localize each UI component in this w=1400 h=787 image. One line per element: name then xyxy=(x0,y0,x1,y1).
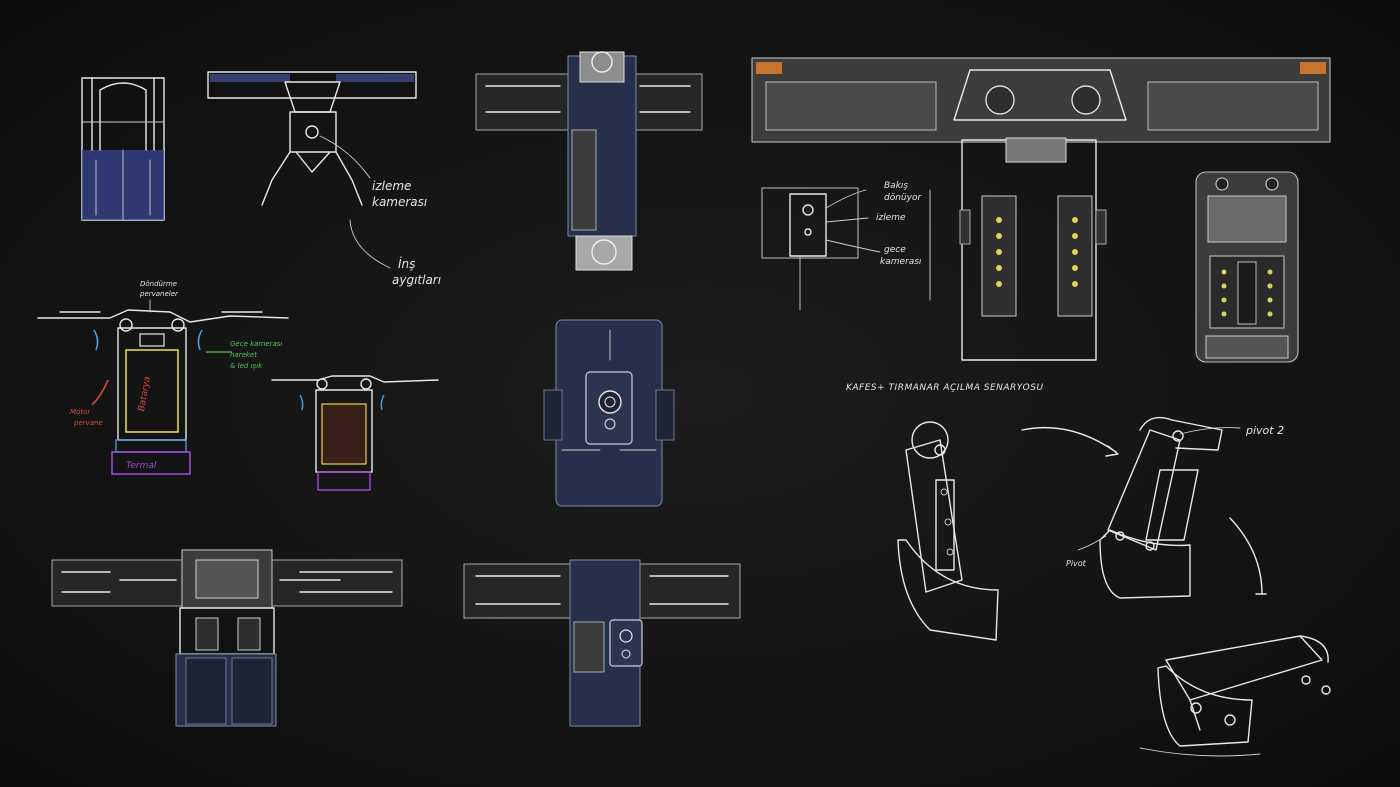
transition-arrowhead-1 xyxy=(1105,445,1119,457)
annotation-gece-kamerasi-2: kamerası xyxy=(880,257,922,267)
annotation-izleme: izleme xyxy=(372,179,411,193)
annotation-ins: İnş xyxy=(398,256,415,271)
annotation-gece: gece xyxy=(884,245,906,255)
annotation-pivot: Pivot xyxy=(1066,559,1087,568)
annotation-donuyor: dönüyor xyxy=(884,193,922,203)
scenario-title: KAFES+ TIRMANAR AÇILMA SENARYOSU xyxy=(846,383,1044,393)
side-view-sketch xyxy=(81,77,165,221)
transition-arrow-2 xyxy=(1229,517,1263,595)
component-layout-sketch xyxy=(37,299,289,475)
annotation-kamerasi: kamerası xyxy=(372,195,427,209)
annotation-pervane: pervane xyxy=(73,419,103,427)
folded-render-top xyxy=(475,51,703,271)
annotation-gece-kamerasi: Gece kamerası xyxy=(230,340,282,348)
annotation-dondurme: Döndürme xyxy=(140,280,177,288)
annotation-pervaneler: pervaneler xyxy=(139,290,179,298)
annotation-aygitlari: aygıtları xyxy=(392,273,441,287)
annotation-pivot-2: pivot 2 xyxy=(1245,424,1284,437)
transition-arrow-1 xyxy=(1021,426,1117,453)
mechanism-closed-sketch xyxy=(897,421,999,641)
detailed-render-top xyxy=(751,57,1331,361)
annotation-led-isik: & led ışık xyxy=(230,362,263,370)
annotation-hareket: hareket xyxy=(230,351,257,359)
annotation-termal: Termal xyxy=(126,461,157,471)
camera-detail-sketch xyxy=(761,187,931,311)
mechanism-open-sketch xyxy=(1139,635,1331,757)
front-view-sketch xyxy=(207,71,417,269)
mechanism-opening-sketch xyxy=(1077,416,1241,599)
top-view-render-left xyxy=(51,549,403,727)
annotation-izleme-short: izleme xyxy=(876,213,906,223)
folded-render-bottom xyxy=(463,559,741,727)
annotation-batarya: Batarya xyxy=(137,376,153,412)
folded-render-middle xyxy=(543,319,675,507)
annotation-bakis: Bakış xyxy=(884,181,908,191)
detailed-render-side xyxy=(1195,171,1299,363)
compact-layout-sketch xyxy=(271,375,439,491)
annotation-motor: Motor xyxy=(70,408,91,416)
